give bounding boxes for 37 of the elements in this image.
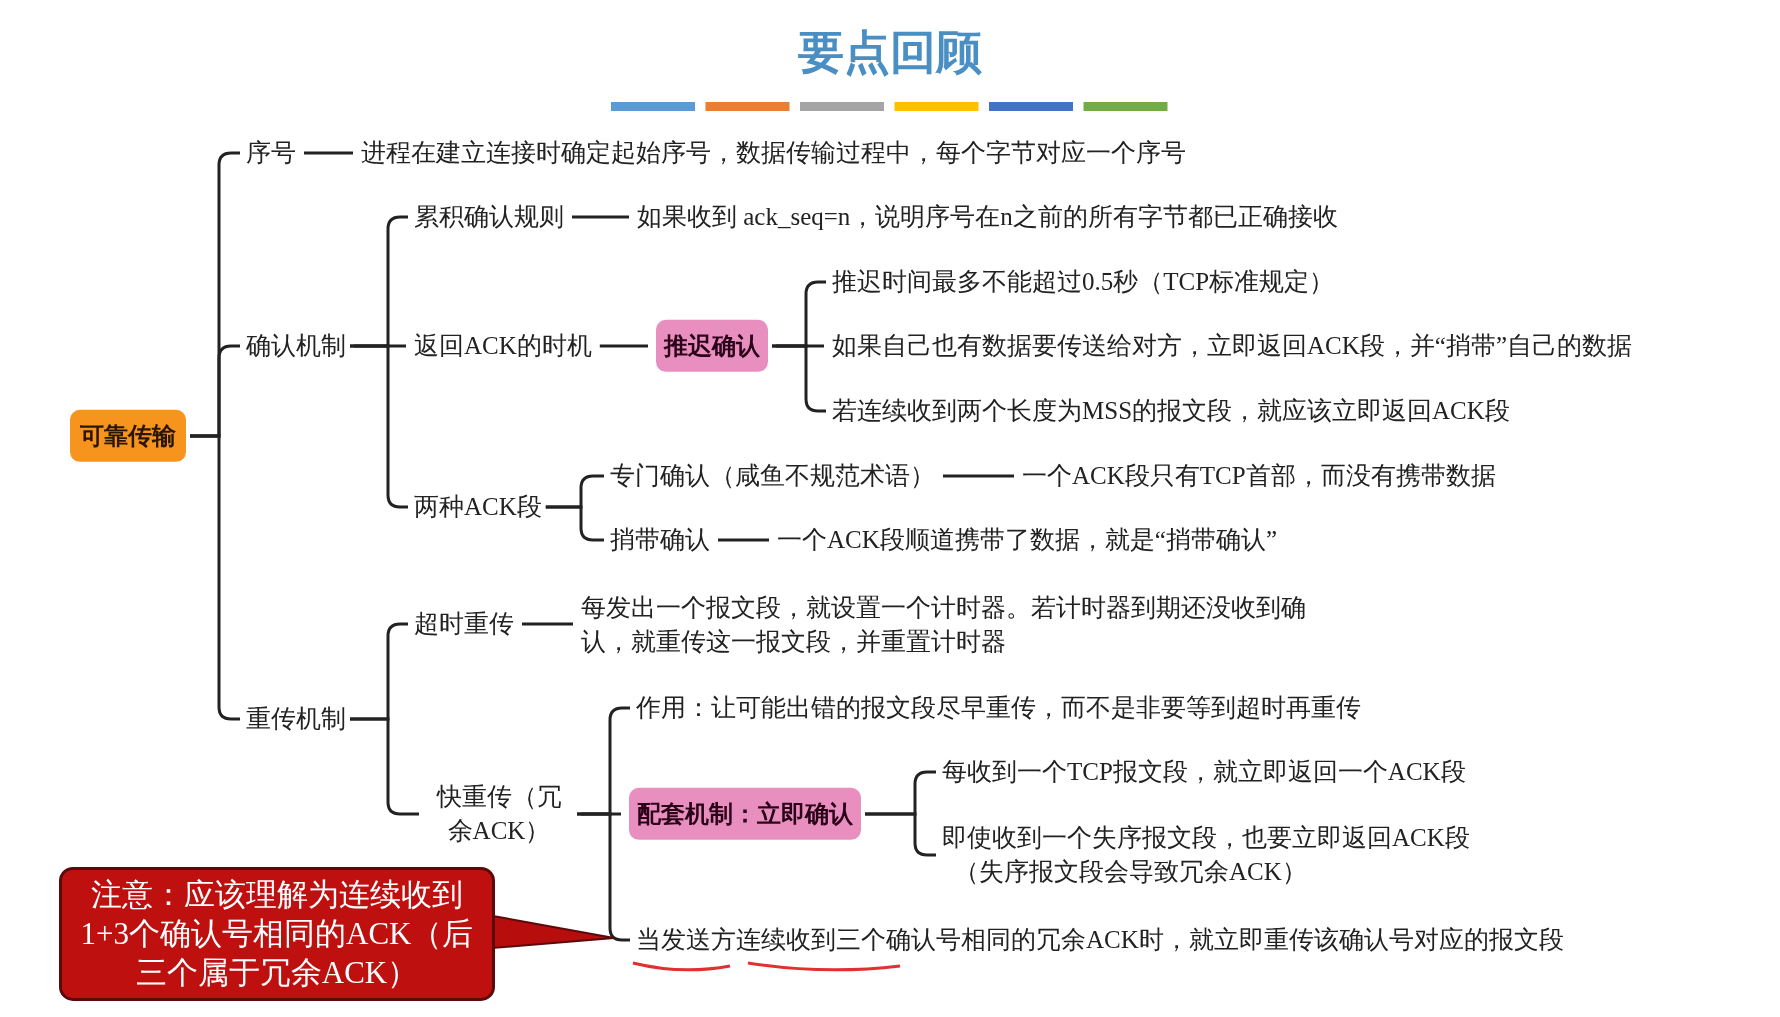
branch-text: 捎带确认 xyxy=(610,523,710,557)
branch-line xyxy=(577,812,630,942)
branch-text: 进程在建立连接时确定起始序号，数据传输过程中，每个字节对应一个序号 xyxy=(361,136,1186,170)
highlight-box: 推迟确认 xyxy=(656,319,768,373)
branch-text: 一个ACK段只有TCP首部，而没有携带数据 xyxy=(1022,459,1496,493)
callout-bubble: 注意：应该理解为连续收到1+3个确认号相同的ACK（后三个属于冗余ACK） xyxy=(59,866,495,1002)
branch-text: 返回ACK的时机 xyxy=(414,329,592,363)
title: 要点回顾 xyxy=(797,26,983,80)
branch-text: 若连续收到两个长度为MSS的报文段，就应该立即返回ACK段 xyxy=(832,394,1510,428)
branch-text: 两种ACK段 xyxy=(414,490,542,524)
callout-pointer xyxy=(492,914,615,950)
branch-text: 专门确认（咸鱼不规范术语） xyxy=(610,459,935,493)
branch-text: 如果收到 ack_seq=n，说明序号在n之前的所有字节都已正确接收 xyxy=(637,200,1338,234)
branch-line xyxy=(522,622,573,626)
branch-text: 如果自己也有数据要传送给对方，立即返回ACK段，并“捎带”自己的数据 xyxy=(832,329,1632,363)
branch-line xyxy=(718,538,769,542)
branch-text: 当发送方连续收到三个确认号相同的冗余ACK时，就立即重传该确认号对应的报文段 xyxy=(636,923,1564,957)
branch-text: 确认机制 xyxy=(246,329,346,363)
branch-text: 每收到一个TCP报文段，就立即返回一个ACK段 xyxy=(942,755,1466,789)
branch-text: 一个ACK段顺道携带了数据，就是“捎带确认” xyxy=(777,523,1277,557)
highlight-box: 配套机制：立即确认 xyxy=(629,787,861,841)
branch-line xyxy=(572,215,629,219)
root-topic-box: 可靠传输 xyxy=(70,409,186,463)
branch-text: 每发出一个报文段，就设置一个计时器。若计时器到期还没收到确认，就重传这一报文段，并重置计时器 xyxy=(581,591,1341,659)
branch-text: 即使收到一个失序报文段，也要立即返回ACK段 xyxy=(942,823,1470,854)
branch-text: （失序报文段会导致冗余ACK） xyxy=(954,857,1307,887)
branch-line xyxy=(350,717,419,816)
branch-line xyxy=(943,474,1014,478)
branch-text: 累积确认规则 xyxy=(414,200,564,234)
branch-text: 快重传（冗余ACK） xyxy=(425,780,573,848)
branch-text: 推迟时间最多不能超过0.5秒（TCP标准规定） xyxy=(832,265,1335,299)
branch-text: 作用：让可能出错的报文段尽早重传，而不是非要等到超时再重传 xyxy=(636,691,1361,725)
branch-text: 超时重传 xyxy=(414,607,514,641)
branch-line xyxy=(599,344,648,348)
branch-text: 序号 xyxy=(246,136,296,170)
branch-line xyxy=(304,151,353,155)
branch-text: 重传机制 xyxy=(246,702,346,736)
